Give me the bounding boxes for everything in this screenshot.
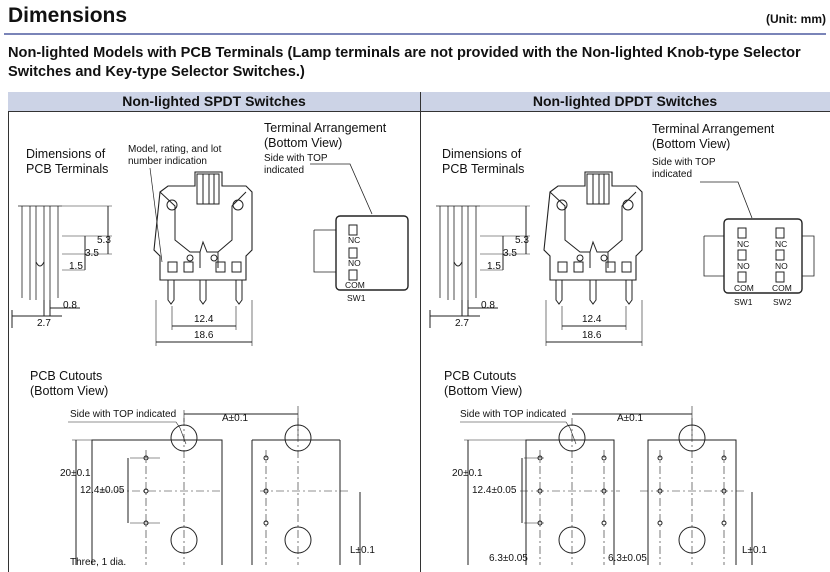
dim-12-4-tol-dpdt: 12.4±0.05 bbox=[472, 485, 517, 496]
hole-note: Three, 1 dia. bbox=[70, 557, 127, 568]
terminal-no-sw2: NO bbox=[775, 261, 788, 271]
dim-18-6-dpdt: 18.6 bbox=[582, 330, 602, 341]
pcb-terminals-label: Dimensions of PCB Terminals bbox=[26, 147, 109, 176]
side-top-label: Side with TOP indicated bbox=[264, 153, 328, 176]
terminal-nc-sw2: NC bbox=[775, 239, 788, 249]
dim-2-7-dpdt: 2.7 bbox=[455, 318, 469, 329]
dim-a-tol-dpdt: A±0.1 bbox=[617, 413, 644, 424]
dim-6-3-a: 6.3±0.05 bbox=[489, 553, 528, 564]
dim-a-tol: A±0.1 bbox=[222, 413, 249, 424]
dim-0-8: 0.8 bbox=[63, 300, 77, 311]
pcb-cutouts-label: PCB Cutouts (Bottom View) bbox=[30, 369, 109, 398]
dim-5-3-dpdt: 5.3 bbox=[515, 235, 529, 246]
dim-3-5-dpdt: 3.5 bbox=[503, 248, 517, 259]
dim-18-6: 18.6 bbox=[194, 330, 214, 341]
dim-0-8-dpdt: 0.8 bbox=[481, 300, 495, 311]
table-header-row bbox=[8, 92, 830, 112]
switch-label-sw1: SW1 bbox=[347, 293, 366, 303]
dim-1-5-dpdt: 1.5 bbox=[487, 261, 501, 272]
column-header-spdt: Non-lighted SPDT Switches bbox=[122, 93, 306, 109]
terminal-arrangement-label-dpdt: Terminal Arrangement (Bottom View) bbox=[652, 122, 775, 151]
dim-12-4-tol: 12.4±0.05 bbox=[80, 485, 125, 496]
side-top-cut-label-dpdt: Side with TOP indicated bbox=[460, 409, 567, 420]
dim-20: 20±0.1 bbox=[60, 468, 91, 479]
side-top-label-dpdt: Side with TOP indicated bbox=[652, 157, 716, 180]
dim-20-dpdt: 20±0.1 bbox=[452, 468, 483, 479]
unit-note: (Unit: mm) bbox=[766, 12, 826, 26]
column-header-dpdt: Non-lighted DPDT Switches bbox=[532, 93, 718, 109]
terminal-arrangement-label: Terminal Arrangement (Bottom View) bbox=[264, 121, 387, 150]
pcb-cutouts-label-dpdt: PCB Cutouts (Bottom View) bbox=[444, 369, 523, 398]
side-top-cut-label: Side with TOP indicated bbox=[70, 409, 177, 420]
dim-5-3: 5.3 bbox=[97, 235, 111, 246]
dim-3-5: 3.5 bbox=[85, 248, 99, 259]
terminal-no: NO bbox=[348, 258, 361, 268]
dim-6-3-b: 6.3±0.05 bbox=[608, 553, 647, 564]
terminal-no-sw1: NO bbox=[737, 261, 750, 271]
switch-label-sw1-dpdt: SW1 bbox=[734, 297, 753, 307]
dim-l-tol: L±0.1 bbox=[350, 545, 375, 556]
terminal-com-sw2: COM bbox=[772, 283, 792, 293]
pcb-terminals-label-dpdt: Dimensions of PCB Terminals bbox=[442, 147, 525, 176]
dim-2-7: 2.7 bbox=[37, 318, 51, 329]
terminal-com: COM bbox=[345, 280, 365, 290]
switch-label-sw2-dpdt: SW2 bbox=[773, 297, 792, 307]
terminal-com-sw1: COM bbox=[734, 283, 754, 293]
dim-1-5: 1.5 bbox=[69, 261, 83, 272]
terminal-nc-sw1: NC bbox=[737, 239, 750, 249]
dim-12-4: 12.4 bbox=[194, 314, 214, 325]
terminal-nc: NC bbox=[348, 235, 361, 245]
column-divider bbox=[420, 92, 421, 572]
dim-l-tol-dpdt: L±0.1 bbox=[742, 545, 767, 556]
dim-12-4-dpdt: 12.4 bbox=[582, 314, 602, 325]
title-rule bbox=[4, 33, 826, 35]
model-indication-label: Model, rating, and lot number indication bbox=[128, 144, 222, 167]
page-title: Dimensions bbox=[8, 4, 128, 27]
section-subheading: Non-lighted Models with PCB Terminals (L… bbox=[8, 45, 801, 80]
